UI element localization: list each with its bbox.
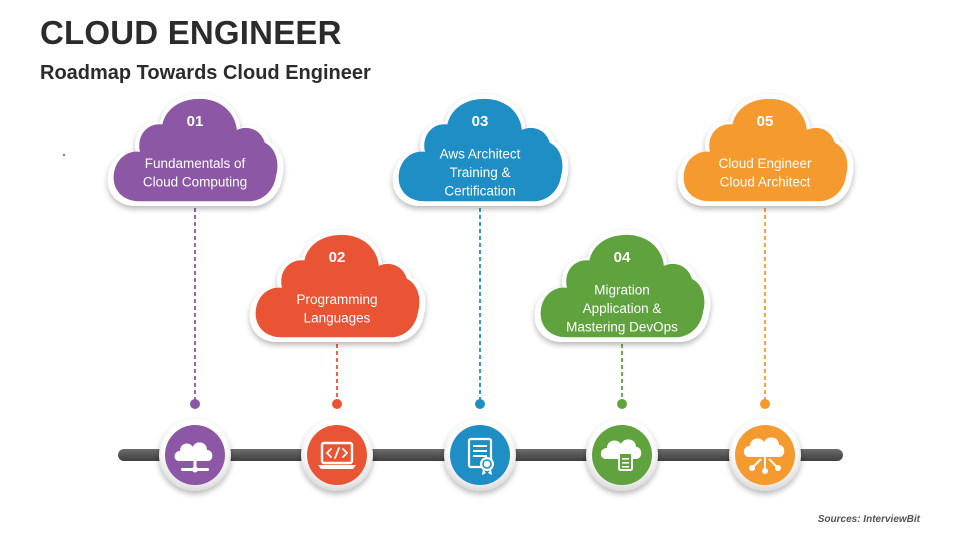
step-label: Certification	[444, 184, 515, 199]
connector-dot	[475, 399, 485, 409]
step-cloud	[534, 230, 711, 342]
step-number: 04	[614, 249, 631, 266]
step-label: Application &	[583, 301, 662, 316]
step-label: Cloud Computing	[143, 174, 247, 189]
step-label: Programming	[296, 292, 377, 307]
cloud-upload-icon	[174, 442, 213, 473]
connector-dot	[332, 399, 342, 409]
page-subtitle: Roadmap Towards Cloud Engineer	[40, 62, 371, 84]
step-label: Languages	[304, 310, 371, 325]
step-number: 05	[757, 113, 774, 130]
step-icon-badge	[159, 419, 231, 491]
step-number: 02	[329, 249, 346, 266]
cloud-network-icon	[743, 437, 785, 474]
source-credit: Sources: InterviewBit	[817, 514, 920, 525]
code-laptop-icon	[318, 441, 356, 469]
connector-dot	[617, 399, 627, 409]
connector-dot	[760, 399, 770, 409]
stray-dot	[63, 154, 65, 156]
step-number: 03	[472, 113, 489, 130]
step-cloud	[107, 94, 284, 206]
step-cloud	[392, 94, 569, 206]
step-label: Fundamentals of	[145, 156, 246, 171]
step-label: Aws Architect	[440, 147, 521, 162]
step-icon-badge	[586, 419, 658, 491]
cloud-document-icon	[600, 439, 642, 471]
step-number: 01	[187, 113, 204, 130]
step-icon-badge	[729, 419, 801, 491]
step-icon-badge	[301, 419, 373, 491]
step-label: Training &	[449, 165, 510, 180]
step-label: Mastering DevOps	[566, 320, 678, 335]
page-title: CLOUD ENGINEER	[40, 14, 342, 51]
certificate-icon	[467, 437, 494, 475]
step-icon-badge	[444, 419, 516, 491]
connector-dot	[190, 399, 200, 409]
step-cloud	[677, 94, 854, 206]
step-label: Cloud Engineer	[718, 156, 812, 171]
step-cloud	[249, 230, 426, 342]
step-label: Cloud Architect	[720, 174, 811, 189]
step-label: Migration	[594, 283, 650, 298]
